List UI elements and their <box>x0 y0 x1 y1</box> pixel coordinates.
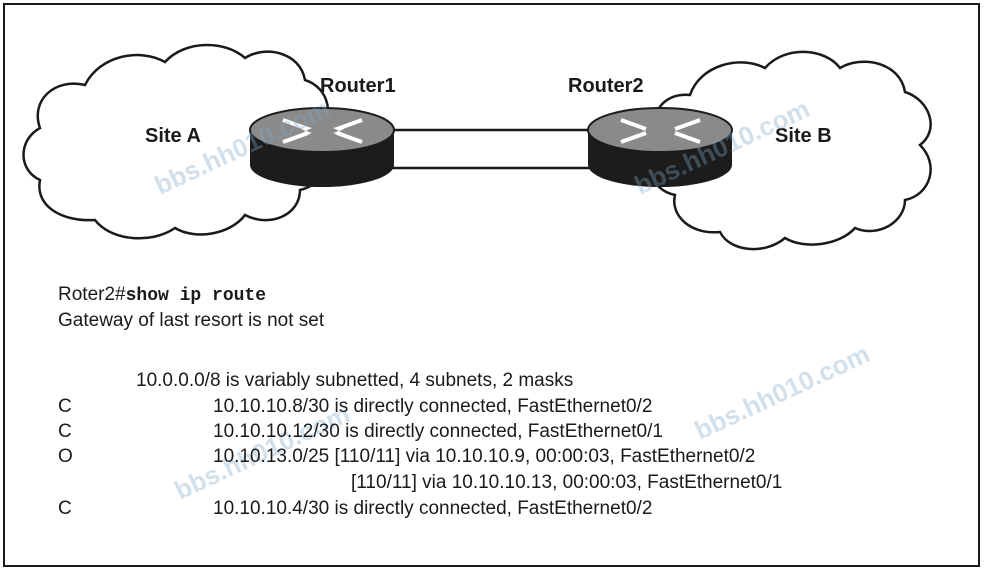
route-text: 10.10.10.4/30 is directly connected, Fas… <box>213 498 653 519</box>
route-text: [110/11] via 10.10.10.13, 00:00:03, Fast… <box>351 472 783 493</box>
gateway-line: Gateway of last resort is not set <box>58 310 325 331</box>
router2-label: Router2 <box>568 75 644 97</box>
route-code: C <box>58 396 72 417</box>
route-text: 10.10.13.0/25 [110/11] via 10.10.10.9, 0… <box>213 446 756 467</box>
router1-icon <box>249 107 395 187</box>
cli-command: show ip route <box>125 286 267 306</box>
site-a-label: Site A <box>145 125 201 147</box>
watermark-text: bbs.hh010.com <box>690 338 874 445</box>
site-a-cloud <box>22 43 330 240</box>
summary-line: 10.0.0.0/8 is variably subnetted, 4 subn… <box>136 370 574 391</box>
router2-icon <box>587 107 733 187</box>
site-b-label: Site B <box>775 125 832 147</box>
route-code: C <box>58 421 72 442</box>
route-text: 10.10.10.12/30 is directly connected, Fa… <box>213 421 663 442</box>
cli-prompt: Roter2# <box>58 284 126 305</box>
route-code: C <box>58 498 72 519</box>
command-line: Roter2#show ip route <box>58 283 266 308</box>
route-code: O <box>58 446 73 467</box>
router1-label: Router1 <box>320 75 396 97</box>
route-text: 10.10.10.8/30 is directly connected, Fas… <box>213 396 653 417</box>
